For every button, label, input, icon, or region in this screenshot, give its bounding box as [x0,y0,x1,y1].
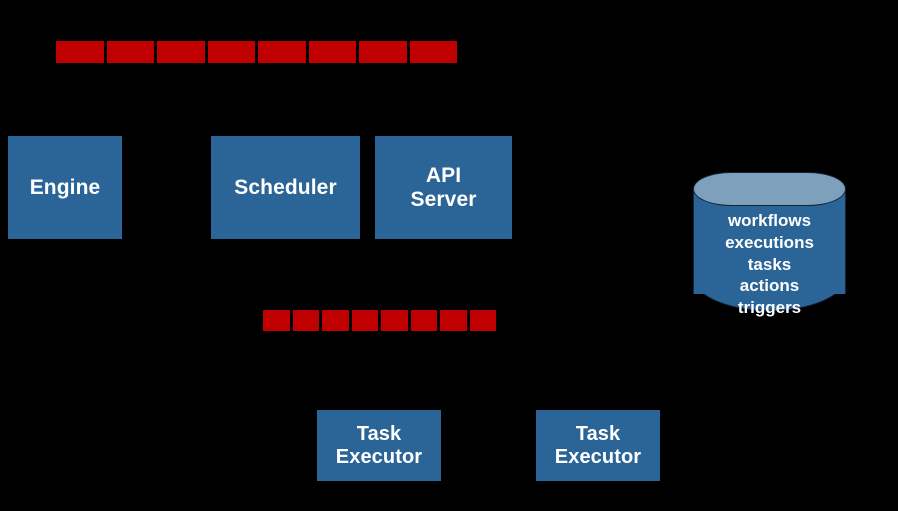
node-task-executor-1-label-line2: Executor [335,445,423,468]
database-entity-list: workflows executions tasks actions trigg… [693,210,846,319]
database-cylinder[interactable]: workflows executions tasks actions trigg… [693,172,846,328]
node-task-executor-1-label-line1: Task [356,423,402,446]
bar-segment [381,310,408,331]
database-entity-tasks: tasks [747,254,792,274]
bar-segment [292,310,319,331]
node-engine-label: Engine [29,175,101,199]
database-entity-workflows: workflows [727,211,812,230]
bar-segment [322,310,349,331]
bar-segment [263,310,290,331]
cylinder-top-ellipse [693,172,846,206]
bar-segment [359,41,407,63]
node-task-executor-2[interactable]: Task Executor [536,410,660,481]
node-api-server[interactable]: API Server [375,136,512,239]
bar-segment [308,41,356,63]
bar-segment [258,41,306,63]
bar-segment [157,41,205,63]
bar-segment [410,310,437,331]
node-task-executor-1[interactable]: Task Executor [317,410,441,481]
node-scheduler-label: Scheduler [234,175,337,199]
bar-segment [440,310,467,331]
node-task-executor-2-label-line2: Executor [554,445,642,468]
node-api-server-label-line1: API [425,163,462,187]
database-entity-actions: actions [739,276,800,296]
node-task-executor-2-label-line1: Task [575,423,621,446]
node-engine[interactable]: Engine [8,136,122,239]
bar-segment [106,41,154,63]
node-api-server-label-line2: Server [410,187,477,211]
bar-segment [207,41,255,63]
top-segmented-bar [56,41,457,63]
middle-segmented-bar [263,310,496,331]
database-entity-executions: executions [725,232,814,252]
node-scheduler[interactable]: Scheduler [211,136,360,239]
bar-segment [56,41,104,63]
bar-segment [409,41,457,63]
bar-segment [469,310,496,331]
bar-segment [351,310,378,331]
cylinder-body [693,189,846,294]
database-entity-triggers: triggers [737,298,802,317]
